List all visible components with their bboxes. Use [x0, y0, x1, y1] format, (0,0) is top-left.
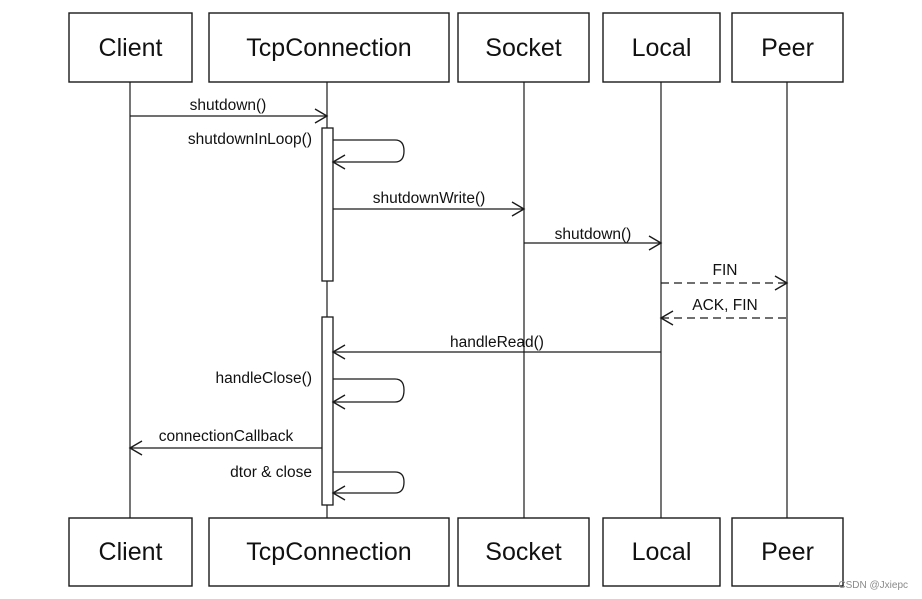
message-ack-fin: ACK, FIN — [659, 297, 787, 326]
participant-label: Socket — [485, 538, 561, 566]
participant-label: TcpConnection — [246, 34, 411, 62]
participant-client-top: Client — [68, 12, 193, 83]
participant-peer-top: Peer — [731, 12, 844, 83]
message-label: handleRead() — [450, 334, 544, 351]
message-label: connectionCallback — [159, 428, 294, 445]
participant-peer-bottom: Peer — [731, 517, 844, 587]
activation-bar-2 — [321, 316, 334, 506]
participant-label: TcpConnection — [246, 538, 411, 566]
message-label: shutdown() — [190, 97, 267, 114]
participant-tcpconnection-bottom: TcpConnection — [208, 517, 450, 587]
participant-client-bottom: Client — [68, 517, 193, 587]
participant-label: Client — [99, 34, 163, 62]
participant-socket-top: Socket — [457, 12, 590, 83]
participant-local-top: Local — [602, 12, 721, 83]
message-shutdown-write: shutdownWrite() — [333, 190, 526, 217]
message-shutdown: shutdown() — [130, 97, 329, 124]
participant-label: Peer — [761, 34, 814, 62]
participant-label: Peer — [761, 538, 814, 566]
participant-local-bottom: Local — [602, 517, 721, 587]
message-label: dtor & close — [230, 464, 312, 481]
message-fin: FIN — [661, 262, 789, 291]
watermark-text: CSDN @Jxiepc — [838, 580, 908, 591]
message-label: handleClose() — [216, 370, 313, 387]
participant-label: Client — [99, 538, 163, 566]
message-label: shutdown() — [555, 226, 632, 243]
message-label: shutdownInLoop() — [188, 131, 312, 148]
message-connection-callback: connectionCallback — [128, 428, 322, 456]
message-label: ACK, FIN — [692, 297, 757, 314]
participant-socket-bottom: Socket — [457, 517, 590, 587]
message-shutdown-in-loop: shutdownInLoop() — [188, 131, 405, 170]
activation-bar-1 — [321, 127, 334, 282]
message-handle-read: handleRead() — [331, 334, 661, 360]
participant-tcpconnection-top: TcpConnection — [208, 12, 450, 83]
message-label: shutdownWrite() — [373, 190, 486, 207]
message-socket-shutdown: shutdown() — [524, 226, 663, 251]
participant-label: Local — [632, 538, 692, 566]
message-label: FIN — [713, 262, 738, 279]
participant-label: Socket — [485, 34, 561, 62]
participant-label: Local — [632, 34, 692, 62]
message-dtor-close: dtor & close — [230, 464, 405, 501]
message-handle-close: handleClose() — [216, 370, 405, 410]
